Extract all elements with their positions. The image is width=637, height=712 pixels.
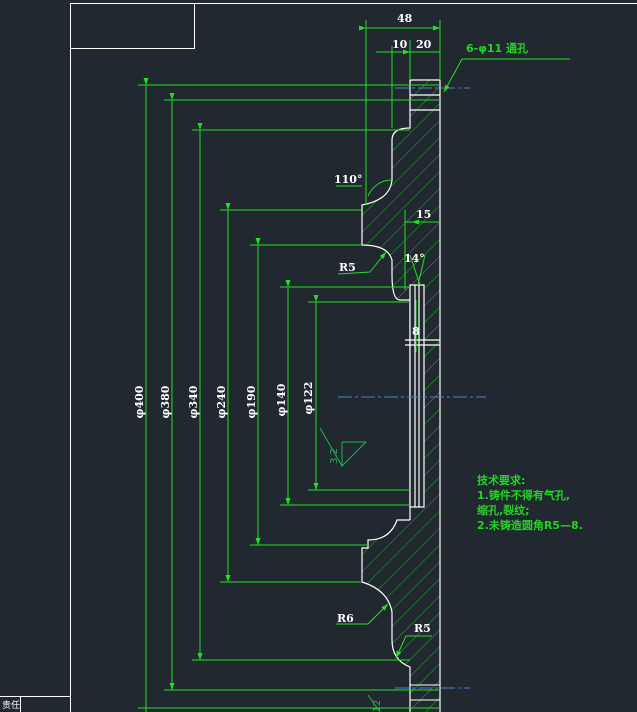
notes-line-3: 2.未铸造圆角R5—8.: [477, 518, 583, 532]
dim-groove-8: 8: [412, 325, 420, 338]
dim-angle-110: 110°: [334, 173, 362, 186]
roughness-symbol: [319, 427, 381, 712]
dim-width-20: 20: [416, 38, 432, 51]
section-hatch: [362, 80, 440, 712]
roughness-value-bottom: 12: [372, 700, 383, 712]
dim-dia-380: φ380: [159, 385, 172, 418]
dim-groove-15: 15: [416, 208, 431, 221]
hole-callout: 6-φ11 通孔: [466, 42, 528, 55]
dim-dia-340: φ340: [187, 385, 200, 418]
drawing-frame: [0, 3, 637, 712]
dim-dia-140: φ140: [275, 383, 288, 416]
notes-line-1: 1.铸件不得有气孔,: [477, 488, 570, 502]
technical-requirements: 技术要求: 1.铸件不得有气孔, 缩孔,裂纹; 2.未铸造圆角R5—8.: [477, 473, 583, 532]
dim-radius-r5-lower: R5: [414, 622, 431, 635]
title-block-cell: [70, 3, 195, 49]
dim-dia-122: φ122: [302, 382, 315, 415]
notes-title: 技术要求:: [477, 473, 525, 487]
dim-width-48: 48: [397, 12, 413, 25]
roughness-value: 3.2: [329, 448, 340, 464]
dim-dia-240: φ240: [215, 385, 228, 418]
notes-line-2: 缩孔,裂纹;: [477, 503, 530, 517]
dimension-lines: [138, 20, 570, 712]
table-cell-label: 责任: [2, 699, 20, 711]
dim-radius-r6: R6: [337, 612, 354, 625]
bolt-hole-lines: [410, 684, 440, 701]
dim-dia-190: φ190: [245, 385, 258, 418]
center-lines: [338, 87, 486, 689]
dim-width-10: 10: [392, 38, 408, 51]
dim-radius-r5-upper: R5: [339, 261, 356, 274]
dim-dia-400: φ400: [133, 385, 146, 418]
dim-angle-14: 14°: [404, 252, 425, 265]
